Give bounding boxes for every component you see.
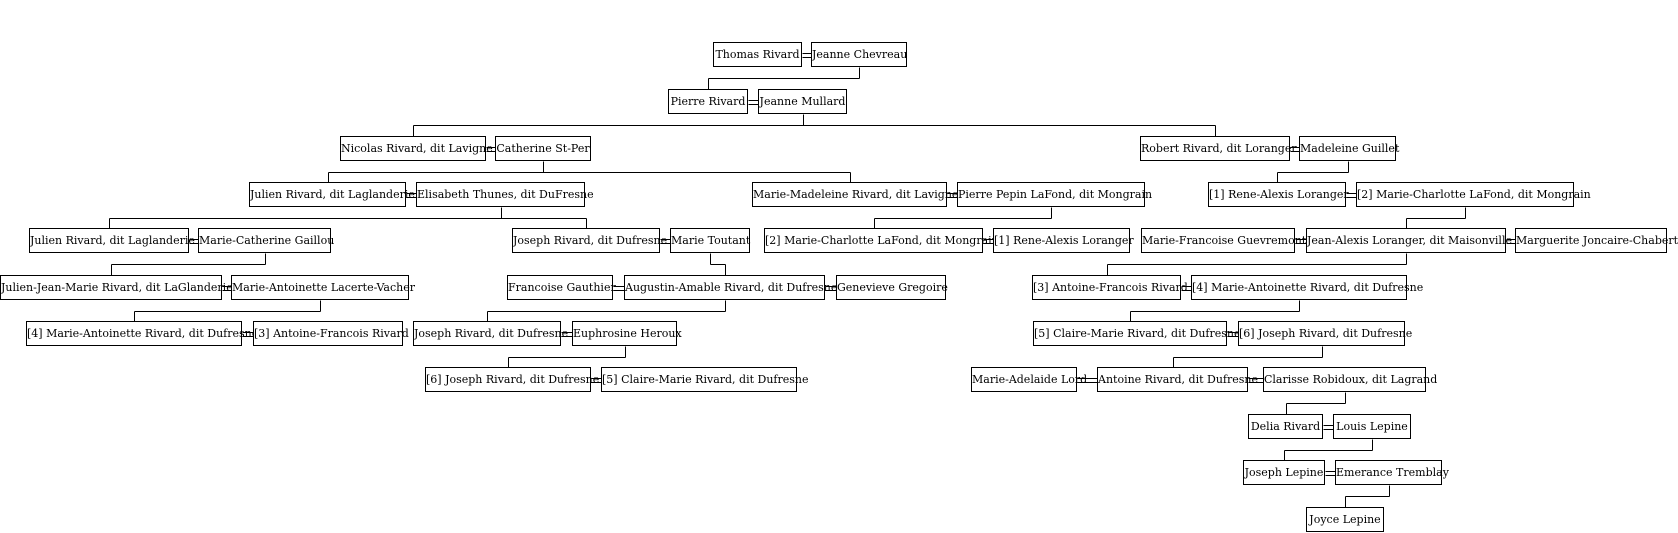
person-box: Antoine Rivard, dit Dufresne [1097,367,1258,392]
person-box: [2] Marie-Charlotte LaFond, dit Mongrain [1356,182,1591,207]
person-box: Madeleine Guillet [1299,136,1399,161]
person-box: Catherine St-Per [495,136,591,161]
person-box: [3] Antoine-Francois Rivard [253,321,409,346]
person-box: Marguerite Joncaire-Chabert [1515,228,1678,253]
person-box: Elisabeth Thunes, dit DuFresne [416,182,594,207]
person-box: Joseph Rivard, dit Dufresne [413,321,568,346]
person-box: [3] Antoine-Francois Rivard [1032,275,1188,300]
person-box: Pierre Rivard [668,89,748,114]
person-box: [5] Claire-Marie Rivard, dit Dufresne [601,367,809,392]
person-box: [4] Marie-Antoinette Rivard, dit Dufresn… [1191,275,1423,300]
person-box: [2] Marie-Charlotte LaFond, dit Mongrain [764,228,999,253]
person-box: Delia Rivard [1248,414,1323,439]
person-box: Thomas Rivard [713,42,802,67]
person-box: [6] Joseph Rivard, dit Dufresne [1238,321,1412,346]
person-box: Jeanne Chevreau [811,42,907,67]
person-box: Marie-Antoinette Lacerte-Vacher [231,275,415,300]
person-box: [6] Joseph Rivard, dit Dufresne [425,367,599,392]
person-box: Julien-Jean-Marie Rivard, dit LaGlanderi… [0,275,233,300]
person-box: Jeanne Mullard [758,89,847,114]
person-box: Francoise Gauthier [507,275,616,300]
person-box: Julien Rivard, dit Laglanderie [29,228,195,253]
person-box: Clarisse Robidoux, dit Lagrand [1263,367,1437,392]
person-box: Joyce Lepine [1306,507,1384,532]
person-box: Marie-Francoise Guevremont [1141,228,1306,253]
person-box: [1] Rene-Alexis Loranger [993,228,1134,253]
person-box: Robert Rivard, dit Loranger [1140,136,1297,161]
person-box: [5] Claire-Marie Rivard, dit Dufresne [1033,321,1241,346]
person-box: Marie-Adelaide Lord [971,367,1087,392]
person-box: [4] Marie-Antoinette Rivard, dit Dufresn… [26,321,258,346]
person-box: Genevieve Gregoire [836,275,948,300]
person-box: Louis Lepine [1333,414,1411,439]
person-box: Joseph Lepine [1243,460,1325,485]
person-box: Julien Rivard, dit Laglanderie [249,182,415,207]
person-box: Euphrosine Heroux [572,321,682,346]
person-box: Joseph Rivard, dit Dufresne [512,228,667,253]
person-box: Augustin-Amable Rivard, dit Dufresne [624,275,837,300]
person-box: Jean-Alexis Loranger, dit Maisonville [1306,228,1512,253]
person-box: Emerance Tremblay [1335,460,1449,485]
person-box: Marie-Madeleine Rivard, dit Lavigne [752,182,958,207]
person-box: Marie-Catherine Gaillou [198,228,334,253]
person-box: [1] Rene-Alexis Loranger [1208,182,1349,207]
person-box: Marie Toutant [670,228,750,253]
person-box: Nicolas Rivard, dit Lavigne [340,136,493,161]
person-box: Pierre Pepin LaFond, dit Mongrain [957,182,1152,207]
